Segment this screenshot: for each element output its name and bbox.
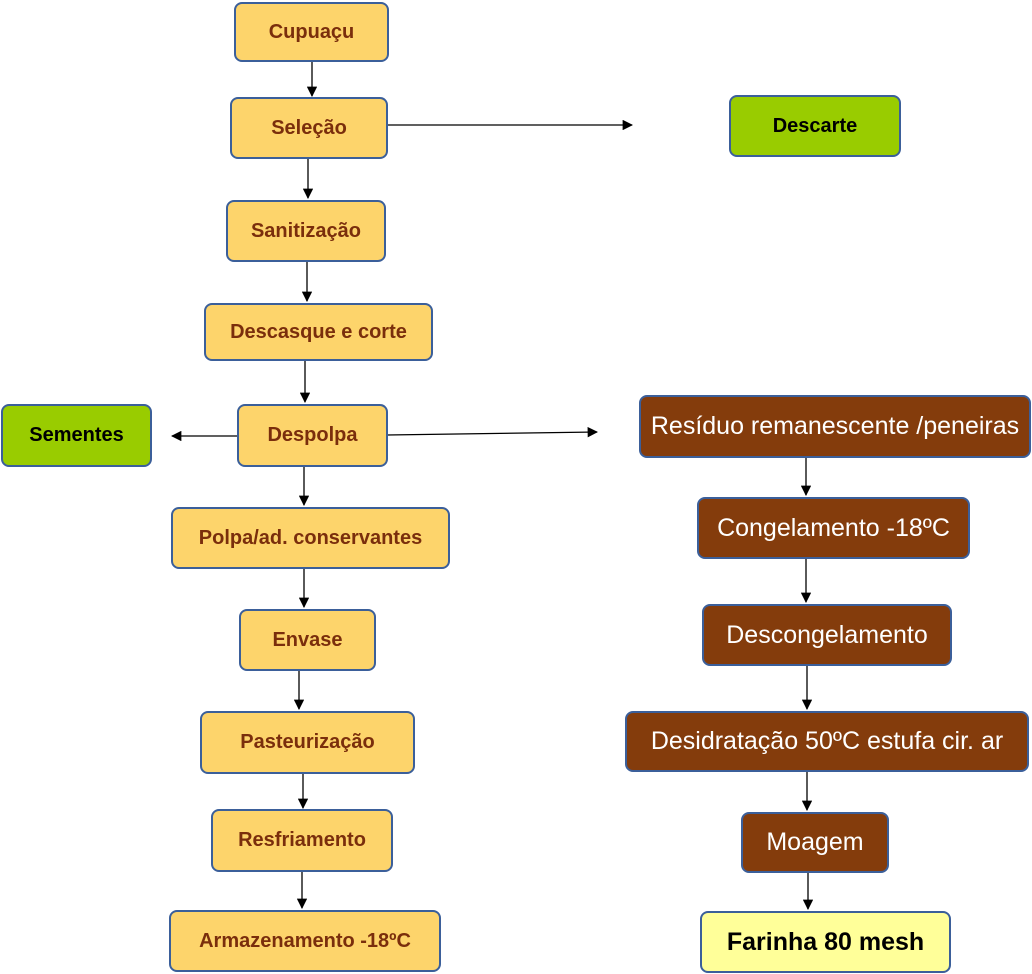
- node-desidratacao: Desidratação 50ºC estufa cir. ar: [625, 711, 1029, 772]
- node-resfriamento: Resfriamento: [211, 809, 393, 872]
- node-moagem: Moagem: [741, 812, 889, 873]
- node-selecao: Seleção: [230, 97, 388, 159]
- node-descasque-corte: Descasque e corte: [204, 303, 433, 361]
- node-residuo: Resíduo remanescente /peneiras: [639, 395, 1031, 458]
- node-polpa-conservantes: Polpa/ad. conservantes: [171, 507, 450, 569]
- arrow-despolpa-residuo: [386, 426, 599, 438]
- node-cupuacu: Cupuaçu: [234, 2, 389, 62]
- node-congelamento: Congelamento -18ºC: [697, 497, 970, 559]
- node-despolpa: Despolpa: [237, 404, 388, 467]
- node-descarte: Descarte: [729, 95, 901, 157]
- node-armazenamento: Armazenamento -18ºC: [169, 910, 441, 972]
- node-sanitizacao: Sanitização: [226, 200, 386, 262]
- node-sementes: Sementes: [1, 404, 152, 467]
- node-farinha: Farinha 80 mesh: [700, 911, 951, 973]
- node-descongelamento: Descongelamento: [702, 604, 952, 666]
- node-pasteurizacao: Pasteurização: [200, 711, 415, 774]
- node-envase: Envase: [239, 609, 376, 671]
